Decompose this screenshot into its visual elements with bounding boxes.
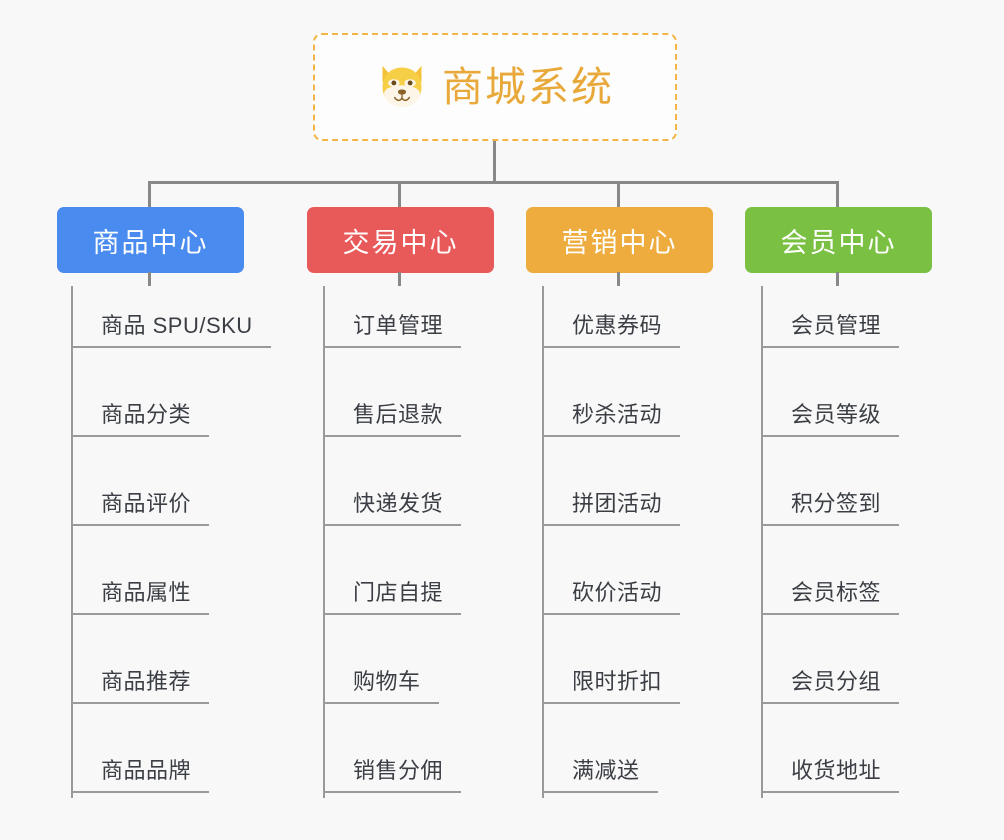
connector-drop-2 [398,181,401,208]
leaf-item[interactable]: 拼团活动 [542,491,681,526]
leaf-underline [323,346,462,348]
leaf-underline [71,702,210,704]
leaf-item[interactable]: 秒杀活动 [542,402,681,437]
leaf-underline [323,791,462,793]
category-header-2[interactable]: 交易中心 [307,207,494,273]
connector-drop-1 [148,181,151,208]
column-trunk-1 [71,286,73,798]
leaf-item[interactable]: 商品品牌 [71,758,210,793]
column-trunk-3 [542,286,544,798]
leaf-item[interactable]: 会员等级 [761,402,900,437]
column-trunk-2 [323,286,325,798]
leaf-item[interactable]: 限时折扣 [542,669,681,704]
leaf-item[interactable]: 收货地址 [761,758,900,793]
leaf-underline [323,435,462,437]
connector-header-stem-3 [617,272,620,286]
leaf-item[interactable]: 会员分组 [761,669,900,704]
leaf-item[interactable]: 订单管理 [323,313,462,348]
leaf-label: 商品品牌 [101,758,192,783]
leaf-label: 会员分组 [791,669,882,694]
root-title: 商城系统 [442,63,614,110]
leaf-underline [323,524,462,526]
connector-root-stem [493,141,496,183]
leaf-underline [71,524,210,526]
leaf-label: 满减送 [572,758,640,783]
leaf-underline [761,524,900,526]
leaf-item[interactable]: 会员标签 [761,580,900,615]
leaf-item[interactable]: 积分签到 [761,491,900,526]
leaf-item[interactable]: 商品 SPU/SKU [71,315,271,348]
leaf-label: 商品评价 [101,491,192,516]
leaf-underline [761,791,900,793]
leaf-item[interactable]: 销售分佣 [323,758,462,793]
leaf-item[interactable]: 会员管理 [761,313,900,348]
leaf-label: 秒杀活动 [572,402,663,427]
leaf-underline [761,346,900,348]
leaf-item[interactable]: 商品评价 [71,491,210,526]
category-header-4[interactable]: 会员中心 [745,207,932,273]
leaf-underline [542,791,658,793]
leaf-label: 快递发货 [353,491,444,516]
category-header-4-label: 会员中心 [780,227,897,258]
leaf-label: 拼团活动 [572,491,663,516]
leaf-label: 商品分类 [101,402,192,427]
root-node[interactable]: 商城系统 [313,33,677,141]
category-header-2-label: 交易中心 [342,227,459,258]
leaf-underline [542,702,681,704]
leaf-item[interactable]: 商品属性 [71,580,210,615]
connector-header-stem-2 [398,272,401,286]
connector-bus [148,181,839,184]
leaf-underline [71,346,271,348]
leaf-item[interactable]: 售后退款 [323,402,462,437]
leaf-underline [761,613,900,615]
leaf-label: 限时折扣 [572,669,663,694]
leaf-underline [542,435,681,437]
leaf-label: 会员等级 [791,402,882,427]
leaf-label: 收货地址 [791,758,882,783]
leaf-underline [71,435,210,437]
category-header-3[interactable]: 营销中心 [526,207,713,273]
leaf-label: 积分签到 [791,491,882,516]
connector-drop-4 [836,181,839,208]
category-header-3-label: 营销中心 [561,227,678,258]
leaf-label: 门店自提 [353,580,444,605]
leaf-item[interactable]: 门店自提 [323,580,462,615]
leaf-underline [542,346,681,348]
leaf-underline [71,613,210,615]
leaf-item[interactable]: 快递发货 [323,491,462,526]
leaf-label: 售后退款 [353,402,444,427]
leaf-item[interactable]: 优惠券码 [542,313,681,348]
category-header-1[interactable]: 商品中心 [57,207,244,273]
leaf-label: 会员标签 [791,580,882,605]
leaf-label: 购物车 [353,669,421,694]
leaf-item[interactable]: 商品分类 [71,402,210,437]
connector-drop-3 [617,181,620,208]
leaf-label: 销售分佣 [353,758,444,783]
column-trunk-4 [761,286,763,798]
leaf-label: 商品推荐 [101,669,192,694]
leaf-item[interactable]: 购物车 [323,671,439,704]
connector-header-stem-4 [836,272,839,286]
leaf-underline [323,702,439,704]
leaf-label: 会员管理 [791,313,882,338]
leaf-item[interactable]: 砍价活动 [542,580,681,615]
category-header-1-label: 商品中心 [92,227,209,258]
leaf-item[interactable]: 商品推荐 [71,669,210,704]
leaf-label: 商品 SPU/SKU [101,313,253,338]
leaf-underline [761,702,900,704]
leaf-underline [542,524,681,526]
leaf-underline [71,791,210,793]
leaf-label: 优惠券码 [572,313,663,338]
leaf-label: 砍价活动 [572,580,663,605]
leaf-underline [542,613,681,615]
connector-header-stem-1 [148,272,151,286]
leaf-underline [323,613,462,615]
leaf-item[interactable]: 满减送 [542,760,658,793]
leaf-label: 订单管理 [353,313,444,338]
leaf-label: 商品属性 [101,580,192,605]
shiba-dog-face-icon [382,65,422,107]
leaf-underline [761,435,900,437]
